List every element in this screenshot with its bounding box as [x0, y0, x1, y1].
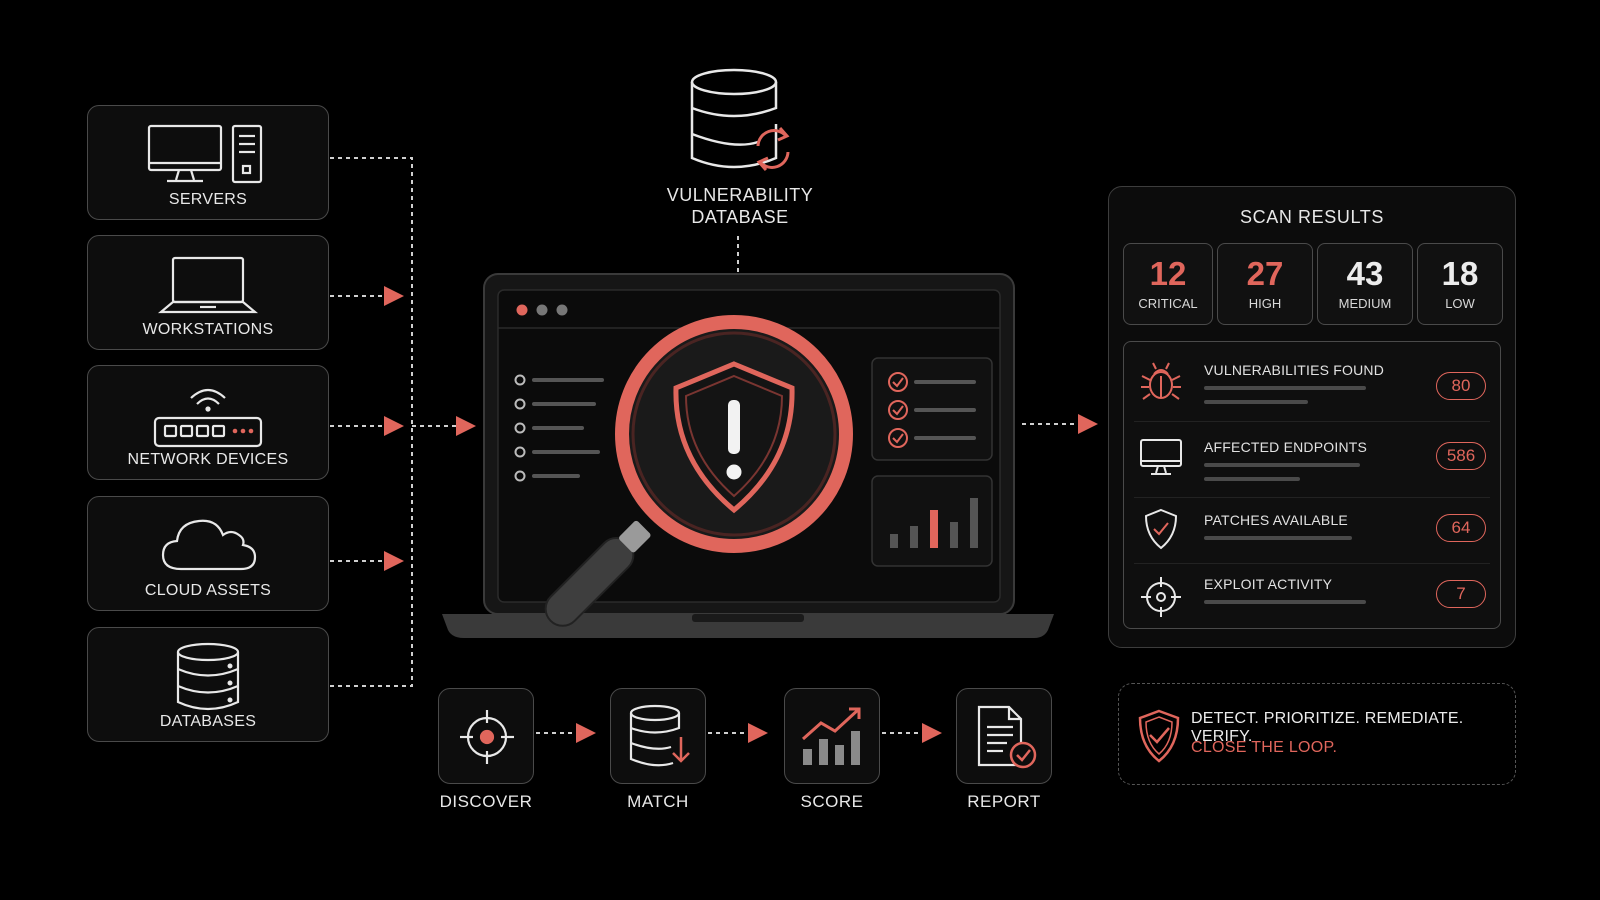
target-icon: [457, 707, 517, 772]
step-report[interactable]: [956, 688, 1052, 784]
placeholder-bar: [1204, 477, 1300, 481]
metrics-list: VULNERABILITIES FOUND 80 AFFECTED ENDPOI…: [1123, 341, 1501, 629]
divider: [1134, 563, 1490, 564]
router-icon: [88, 380, 328, 450]
crosshair-icon: [1138, 574, 1184, 620]
severity-label: CRITICAL: [1138, 296, 1198, 311]
metric-value: 80: [1436, 372, 1486, 400]
step-label: SCORE: [800, 792, 864, 811]
metric-label: VULNERABILITIES FOUND: [1204, 362, 1385, 378]
bug-icon: [1138, 358, 1184, 404]
divider: [1134, 497, 1490, 498]
scan-results-panel: SCAN RESULTS 12 CRITICAL 27 HIGH 43 MEDI…: [1108, 186, 1516, 648]
divider: [1134, 421, 1490, 422]
asset-databases[interactable]: DATABASES: [87, 627, 329, 742]
database-icon: [88, 642, 328, 712]
placeholder-bar: [1204, 386, 1366, 390]
asset-workstations[interactable]: WORKSTATIONS: [87, 235, 329, 350]
cloud-icon: [88, 511, 328, 581]
shield-check-icon: [1137, 708, 1181, 769]
metric-label: EXPLOIT ACTIVITY: [1204, 576, 1333, 592]
placeholder-bar: [1204, 536, 1352, 540]
severity-count: 27: [1246, 255, 1284, 292]
bar-chart-trend-icon: [799, 705, 867, 774]
database-download-icon: [627, 703, 691, 774]
tagline-line2: CLOSE THE LOOP.: [1191, 739, 1338, 756]
monitor-icon: [1138, 434, 1184, 480]
metric-label: PATCHES AVAILABLE: [1204, 512, 1348, 528]
metric-vulnerabilities-found[interactable]: VULNERABILITIES FOUND 80: [1124, 342, 1500, 420]
db-title-line2: DATABASE: [691, 207, 789, 227]
asset-servers[interactable]: SERVERS: [87, 105, 329, 220]
tagline-box: DETECT. PRIORITIZE. REMEDIATE. VERIFY. C…: [1118, 683, 1516, 785]
metric-value: 64: [1436, 514, 1486, 542]
step-match[interactable]: [610, 688, 706, 784]
database-sync-icon: [688, 66, 798, 176]
step-label: MATCH: [627, 792, 689, 811]
severity-count: 12: [1149, 255, 1187, 292]
placeholder-bar: [1204, 400, 1308, 404]
scan-results-title: SCAN RESULTS: [1240, 207, 1384, 227]
server-desktop-icon: [88, 120, 328, 190]
asset-label: WORKSTATIONS: [142, 321, 274, 338]
step-score[interactable]: [784, 688, 880, 784]
asset-cloud-assets[interactable]: CLOUD ASSETS: [87, 496, 329, 611]
document-check-icon: [973, 703, 1039, 776]
step-discover[interactable]: [438, 688, 534, 784]
asset-label: NETWORK DEVICES: [127, 451, 289, 468]
severity-label: HIGH: [1248, 296, 1282, 311]
shield-check-icon: [1138, 506, 1184, 552]
laptop-scanner-illustration: [442, 273, 1054, 638]
window-dot-red: [516, 304, 528, 316]
severity-critical[interactable]: 12 CRITICAL: [1123, 243, 1213, 325]
metric-label: AFFECTED ENDPOINTS: [1204, 439, 1368, 455]
severity-label: MEDIUM: [1338, 296, 1392, 311]
tagline-line1: DETECT. PRIORITIZE. REMEDIATE. VERIFY.: [1191, 710, 1464, 745]
asset-label: SERVERS: [168, 191, 248, 208]
metric-affected-endpoints[interactable]: AFFECTED ENDPOINTS 586: [1124, 422, 1500, 496]
asset-network-devices[interactable]: NETWORK DEVICES: [87, 365, 329, 480]
metric-value: 586: [1436, 442, 1486, 470]
severity-label: LOW: [1445, 296, 1475, 311]
severity-count: 43: [1346, 255, 1384, 292]
severity-medium[interactable]: 43 MEDIUM: [1317, 243, 1413, 325]
asset-label: CLOUD ASSETS: [144, 582, 272, 599]
vulnerability-database-label: VULNERABILITY DATABASE: [640, 184, 840, 228]
severity-count: 18: [1441, 255, 1479, 292]
db-title-line1: VULNERABILITY: [666, 185, 814, 205]
laptop-icon: [88, 250, 328, 320]
window-dot-gray: [536, 304, 548, 316]
asset-label: DATABASES: [159, 713, 257, 730]
step-label: DISCOVER: [439, 792, 533, 811]
window-dot-gray: [556, 304, 568, 316]
metric-patches-available[interactable]: PATCHES AVAILABLE 64: [1124, 498, 1500, 562]
severity-low[interactable]: 18 LOW: [1417, 243, 1503, 325]
metric-value: 7: [1436, 580, 1486, 608]
severity-high[interactable]: 27 HIGH: [1217, 243, 1313, 325]
placeholder-bar: [1204, 463, 1360, 467]
step-label: REPORT: [967, 792, 1041, 811]
placeholder-bar: [1204, 600, 1366, 604]
metric-exploit-activity[interactable]: EXPLOIT ACTIVITY 7: [1124, 564, 1500, 628]
